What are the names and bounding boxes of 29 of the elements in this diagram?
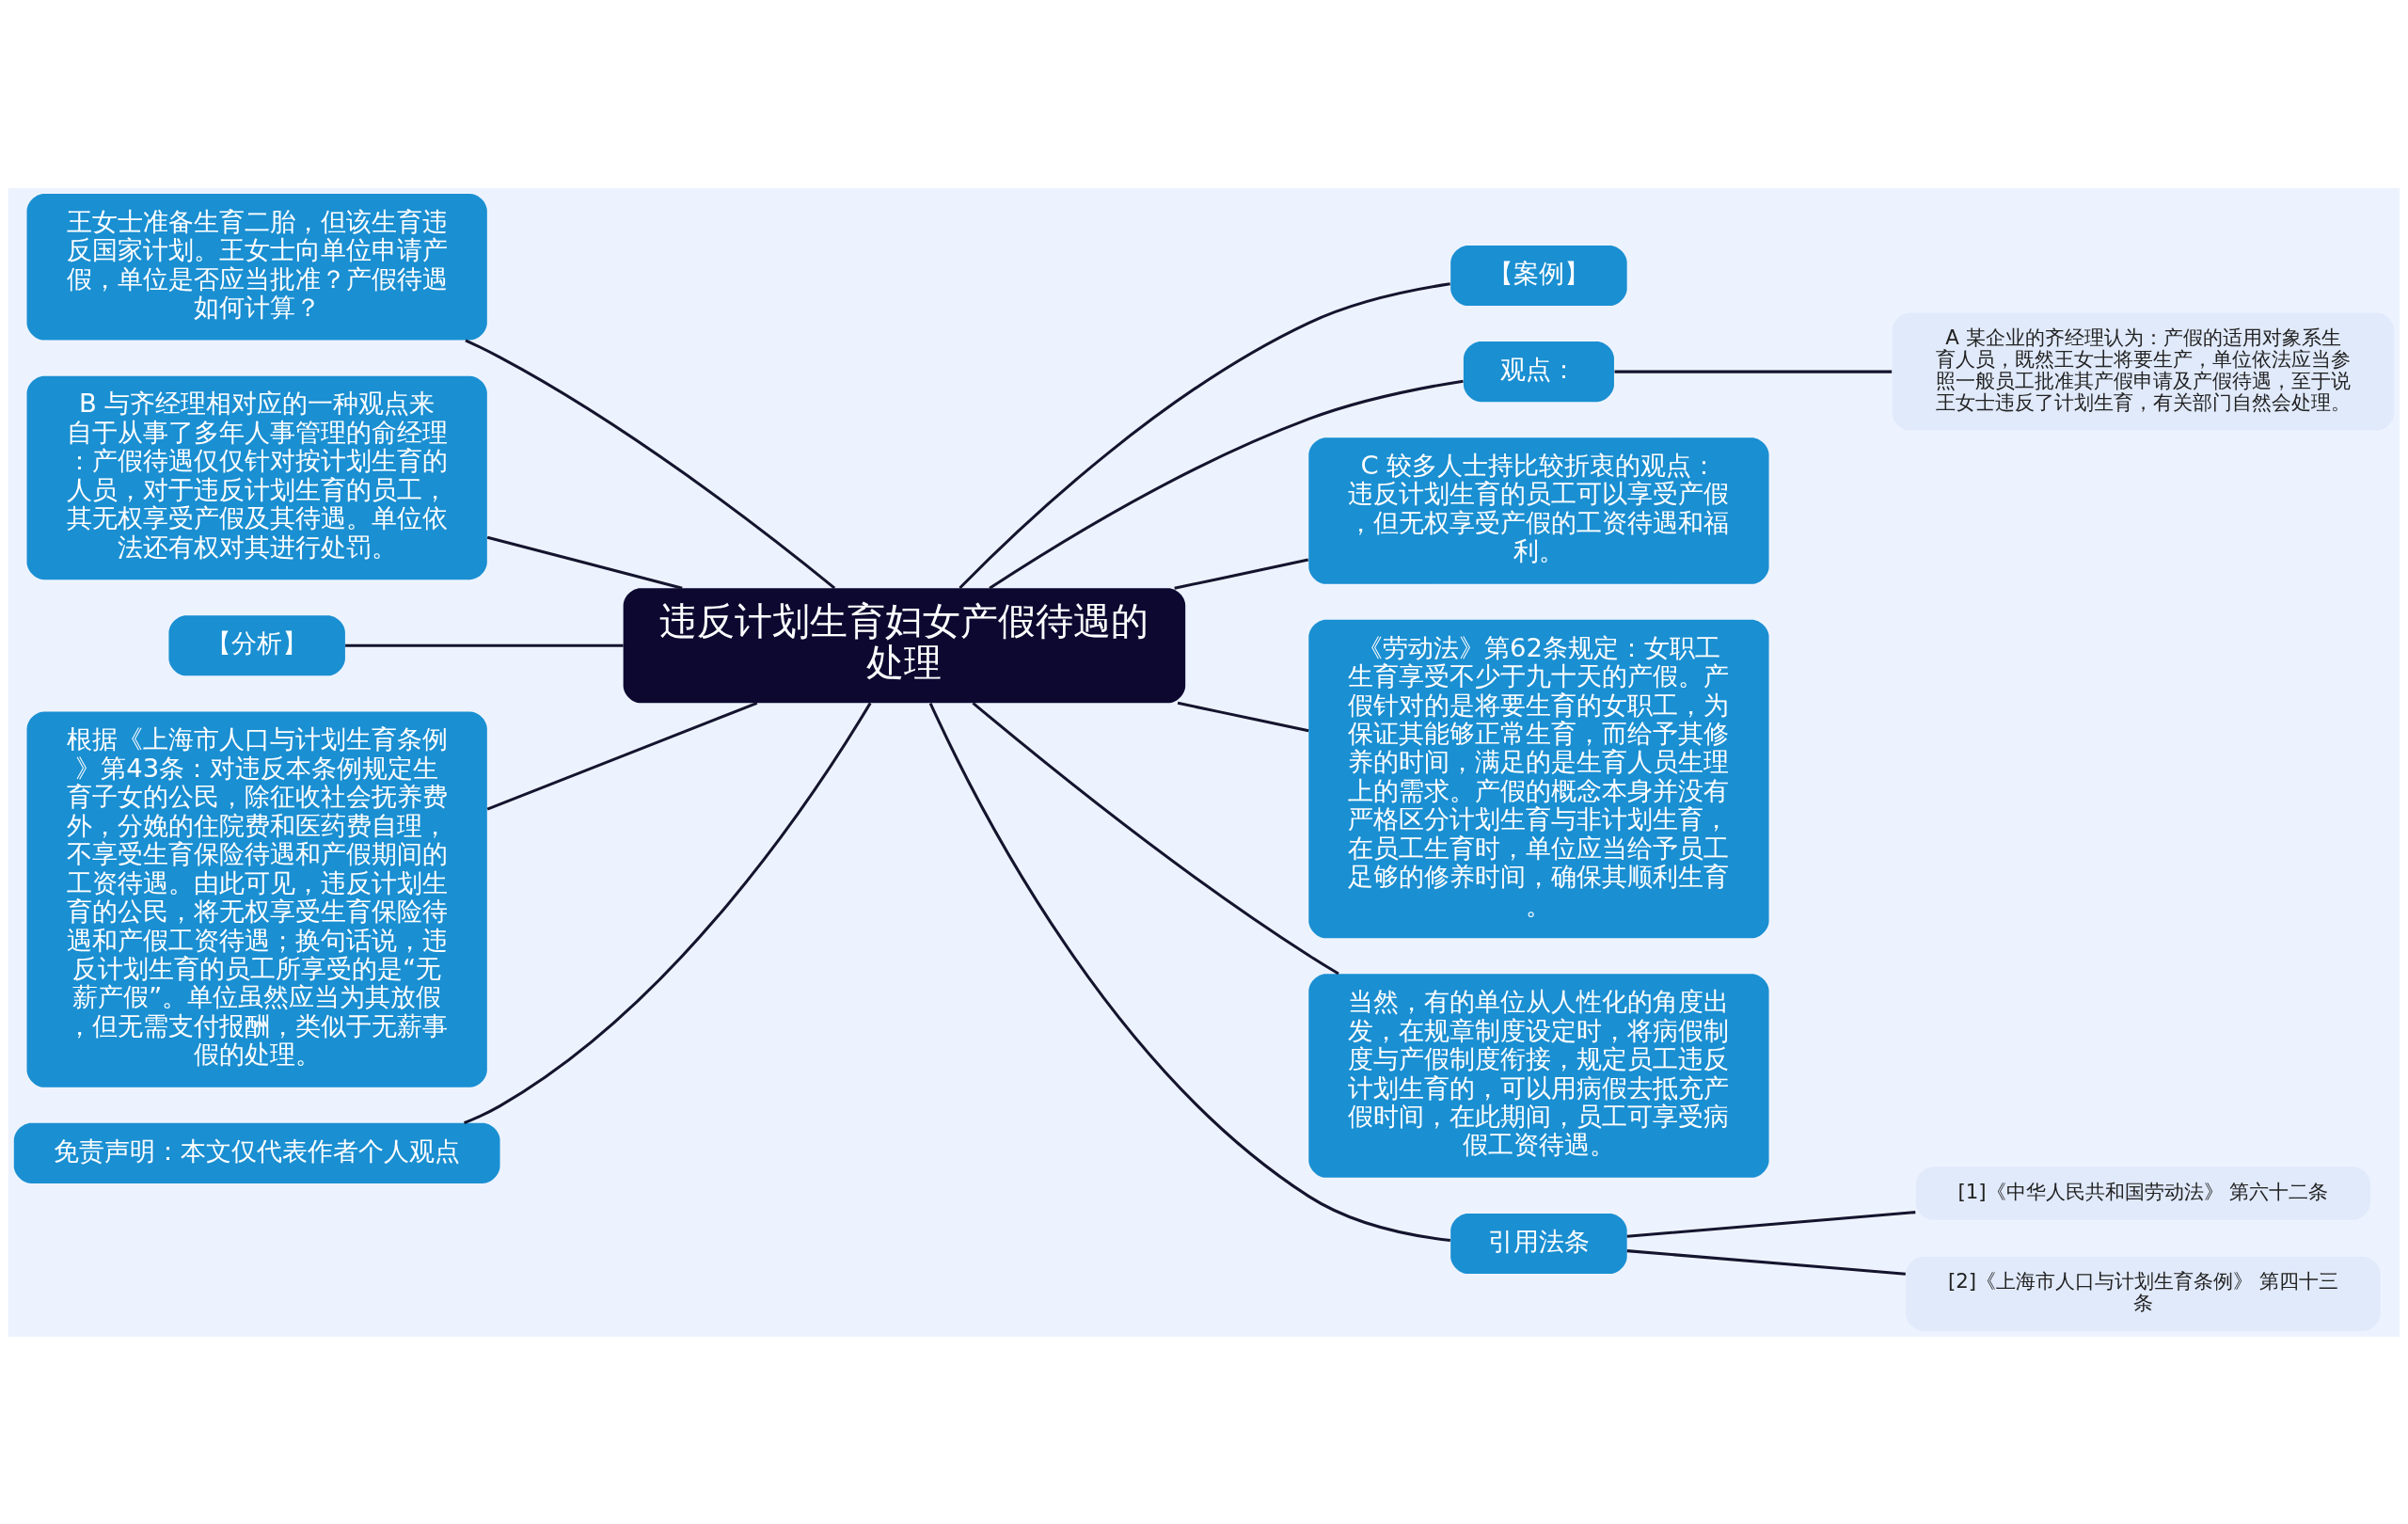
node-box: 免责声明：本文仅代表作者个人观点 xyxy=(13,1122,500,1183)
connector xyxy=(989,379,1464,590)
node-box: 观点： xyxy=(1463,341,1614,402)
node-box: 根据《上海市人口与计划生育条例》第43条：对违反本条例规定生育子女的公民，除征收社会抚养费外，分娩的住院费和医药费自理，不享受生育保险待遇和产假期间的工资待遇。由此可见，违反计划生育的公民，将无权享受生育保险待遇和产假工资待遇；换句话说，违反计划生育的员工所享受的是“无薪产假”。单位虽然应当为其放假，但无需支付报酬，类似于无薪事假的处理。 xyxy=(26,710,487,1087)
connector xyxy=(1626,1248,1906,1276)
connector xyxy=(1626,1210,1916,1238)
connector xyxy=(486,701,758,811)
connector xyxy=(1177,701,1309,732)
node-box: C 较多人士持比较折衷的观点：违反计划生育的员工可以享受产假，但无权享受产假的工资待遇和福利。 xyxy=(1308,437,1769,584)
connector xyxy=(928,702,1451,1242)
connector xyxy=(1174,557,1309,590)
node-box: 【分析】 xyxy=(168,614,345,675)
node-box: 当然，有的单位从人性化的角度出发，在规章制度设定时，将病假制度与产假制度衔接，规定员工违反计划生育的，可以用病假去抵充产假时间，在此期间，员工可享受病假工资待遇。 xyxy=(1308,973,1769,1178)
node-box: 【案例】 xyxy=(1450,245,1627,306)
connector xyxy=(463,702,872,1124)
node-box: 王女士准备生育二胎，但该生育违反国家计划。王女士向单位申请产假，单位是否应当批准？产假待遇如何计算？ xyxy=(26,193,487,341)
connector xyxy=(1614,370,1893,373)
node-box: [1]《中华人民共和国劳动法》 第六十二条 xyxy=(1915,1166,2371,1220)
connector xyxy=(345,643,624,647)
connector xyxy=(465,338,836,589)
node-box: B 与齐经理相对应的一种观点来自于从事了多年人事管理的俞经理：产假待遇仅仅针对按计划生育的人员，对于违反计划生育的员工，其无权享受产假及其待遇。单位依法还有权对其进行处罚。 xyxy=(26,375,487,579)
node-box: 违反计划生育妇女产假待遇的处理 xyxy=(623,587,1186,703)
node-box: [2]《上海市人口与计划生育条例》 第四十三条 xyxy=(1906,1256,2381,1331)
node-box: 《劳动法》第62条规定：女职工生育享受不少于九十天的产假。产假针对的是将要生育的女职工，为保证其能够正常生育，而给予其修养的时间，满足的是生育人员生理上的需求。产假的概念本身并没有严格区分计划生育与非计划生育，在员工生育时，单位应当给予员工足够的修养时间，确保其顺利生育。 xyxy=(1308,619,1769,938)
connector xyxy=(958,281,1450,589)
node-box: 引用法条 xyxy=(1450,1213,1627,1274)
connector xyxy=(486,535,683,590)
connector xyxy=(972,701,1339,975)
node-box: A 某企业的齐经理认为：产假的适用对象系生育人员，既然王女士将要生产，单位依法应当参照一般员工批准其产假申请及产假待遇，至于说王女士违反了计划生育，有关部门自然会处理。 xyxy=(1892,312,2395,431)
